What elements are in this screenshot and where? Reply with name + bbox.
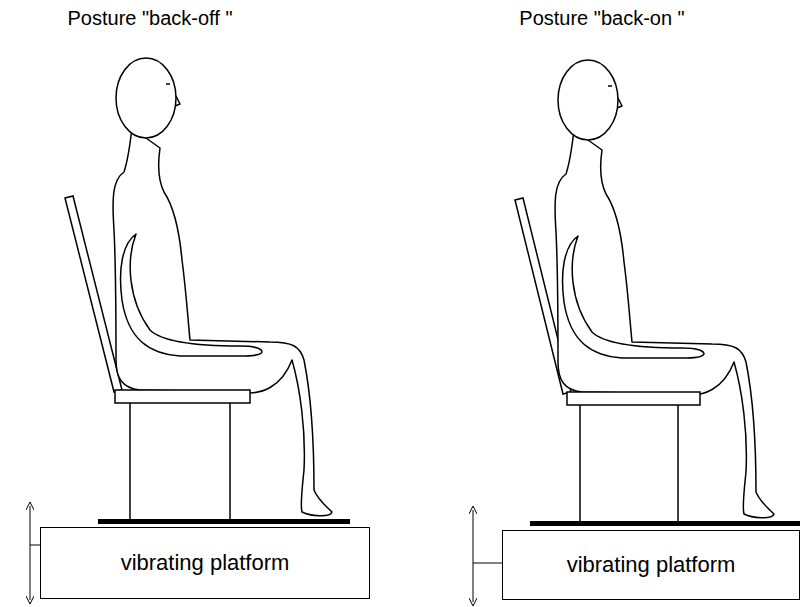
platform-box: vibrating platform [502, 530, 800, 600]
posture-heading: Posture "back-on " [517, 6, 687, 30]
platform-label: vibrating platform [567, 552, 736, 578]
platform-label: vibrating platform [121, 550, 290, 576]
platform-box: vibrating platform [40, 527, 370, 599]
posture-heading: Posture "back-off " [65, 6, 235, 30]
